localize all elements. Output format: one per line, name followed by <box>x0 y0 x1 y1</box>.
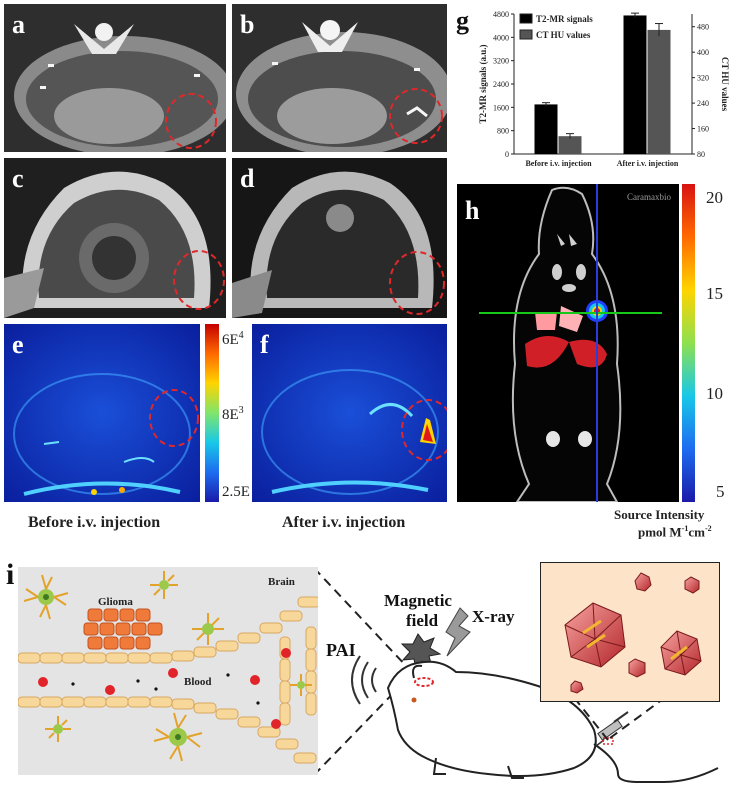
xray-label: X-ray <box>472 607 515 626</box>
mri-scan-image <box>232 158 447 318</box>
y-tick-label: 2400 <box>493 80 509 89</box>
caption-after-injection: After i.v. injection <box>282 514 406 531</box>
glioma-label: Glioma <box>98 596 133 608</box>
xray-icon <box>445 607 471 657</box>
pa-colorbar <box>205 324 219 502</box>
tumor-highlight-circle <box>149 389 199 447</box>
y-tick-label: 800 <box>497 127 509 136</box>
y2-axis-label: CT HU values <box>720 57 730 112</box>
legend-label: T2-MR signals <box>536 14 593 24</box>
panel-h-spect-image: Caramaxbio h <box>457 184 679 502</box>
panel-a-ct-before: a <box>4 4 226 152</box>
tumor-highlight-circle <box>389 251 445 315</box>
bar <box>558 136 582 154</box>
bar-chart-svg: 0 800 1600 2400 3200 4000 4800 80 160 240 320 400 48… <box>478 10 730 168</box>
tumor-highlight-circle <box>173 250 225 310</box>
y2-tick-label: 480 <box>697 23 709 32</box>
tumor-highlight-circle <box>389 88 443 144</box>
source-intensity-label: Source Intensity <box>614 507 705 522</box>
y-axis-label: T2-MR signals (a.u.) <box>478 44 488 123</box>
pai-label: PAI <box>326 640 356 660</box>
ct-scan-image <box>4 4 226 152</box>
x-tick-label: After i.v. injection <box>617 159 679 168</box>
brain-label: Brain <box>268 576 295 588</box>
legend-swatch <box>519 29 533 40</box>
source-intensity-unit: pmol M-1cm-2 <box>638 524 712 540</box>
photoacoustic-image <box>4 324 200 502</box>
y-tick-label: 4800 <box>493 10 509 19</box>
spect-colorbar-tick-10: 10 <box>706 384 723 403</box>
panel-c-mri-before: c <box>4 158 226 318</box>
y-tick-label: 3200 <box>493 57 509 66</box>
panel-b-ct-after: b <box>232 4 447 152</box>
spect-mouse-image: Caramaxbio <box>457 184 679 502</box>
field-label: field <box>406 611 439 630</box>
caption-before-injection: Before i.v. injection <box>28 514 161 531</box>
y2-tick-label: 400 <box>697 48 709 57</box>
spect-colorbar-tick-20: 20 <box>706 188 723 207</box>
panel-label-d: d <box>240 164 255 193</box>
photoacoustic-image <box>252 324 447 502</box>
y2-tick-label: 240 <box>697 99 709 108</box>
panel-label-f: f <box>260 330 269 359</box>
y-tick-label: 0 <box>505 150 509 159</box>
panel-label-b: b <box>240 10 255 39</box>
nanoparticle-svg <box>564 572 702 694</box>
blood-label: Blood <box>184 676 212 688</box>
spect-colorbar-tick-15: 15 <box>706 284 723 303</box>
y-tick-label: 1600 <box>493 103 509 112</box>
panel-label-e: e <box>12 330 24 359</box>
tumor-highlight-circle <box>165 93 217 149</box>
brain-schematic-svg: Brain Glioma Blood <box>18 567 318 775</box>
pa-colorbar-tick-bottom: 2.5E <box>222 484 250 500</box>
panel-label-a: a <box>12 10 25 39</box>
mri-scan-image <box>4 158 226 318</box>
x-tick-label: Before i.v. injection <box>525 159 592 168</box>
y-tick-label: 4000 <box>493 33 509 42</box>
legend-swatch <box>519 13 533 24</box>
ct-scan-image <box>232 4 447 152</box>
tumor-highlight-circle <box>401 399 447 461</box>
panel-g-bar-chart: 0 800 1600 2400 3200 4000 4800 80 160 240 320 400 48… <box>452 2 744 180</box>
brain-vessel-schematic: Brain Glioma Blood <box>18 567 318 775</box>
pa-colorbar-tick-mid: 8E3 <box>222 405 244 423</box>
spect-colorbar-tick-5: 5 <box>716 482 725 501</box>
panel-label-g: g <box>456 6 469 35</box>
legend-label: CT HU values <box>536 30 591 40</box>
magnetic-field-icon <box>400 633 442 672</box>
spect-colorbar <box>682 184 695 502</box>
pa-colorbar-tick-top: 6E4 <box>222 330 244 348</box>
y2-tick-label: 160 <box>697 125 709 134</box>
panel-d-mri-after: d <box>232 158 447 318</box>
watermark-text: Caramaxbio <box>627 192 671 202</box>
panel-label-h: h <box>465 196 480 225</box>
bar <box>534 104 558 154</box>
y2-tick-label: 80 <box>697 150 705 159</box>
y2-tick-label: 320 <box>697 74 709 83</box>
panel-e-pa-before: e <box>4 324 200 502</box>
panel-label-c: c <box>12 164 24 193</box>
glioma-cells <box>83 608 163 650</box>
panel-label-i: i <box>6 558 15 591</box>
bar <box>647 29 671 155</box>
nanoparticle-medium <box>660 630 702 676</box>
magnetic-label: Magnetic <box>384 591 452 610</box>
neuron-cells <box>23 571 312 762</box>
nanoparticle-large <box>564 602 626 668</box>
mouse-tail <box>593 743 719 783</box>
panel-f-pa-after: f <box>252 324 447 502</box>
nanoparticle-inset <box>540 562 720 702</box>
bar <box>623 15 647 155</box>
